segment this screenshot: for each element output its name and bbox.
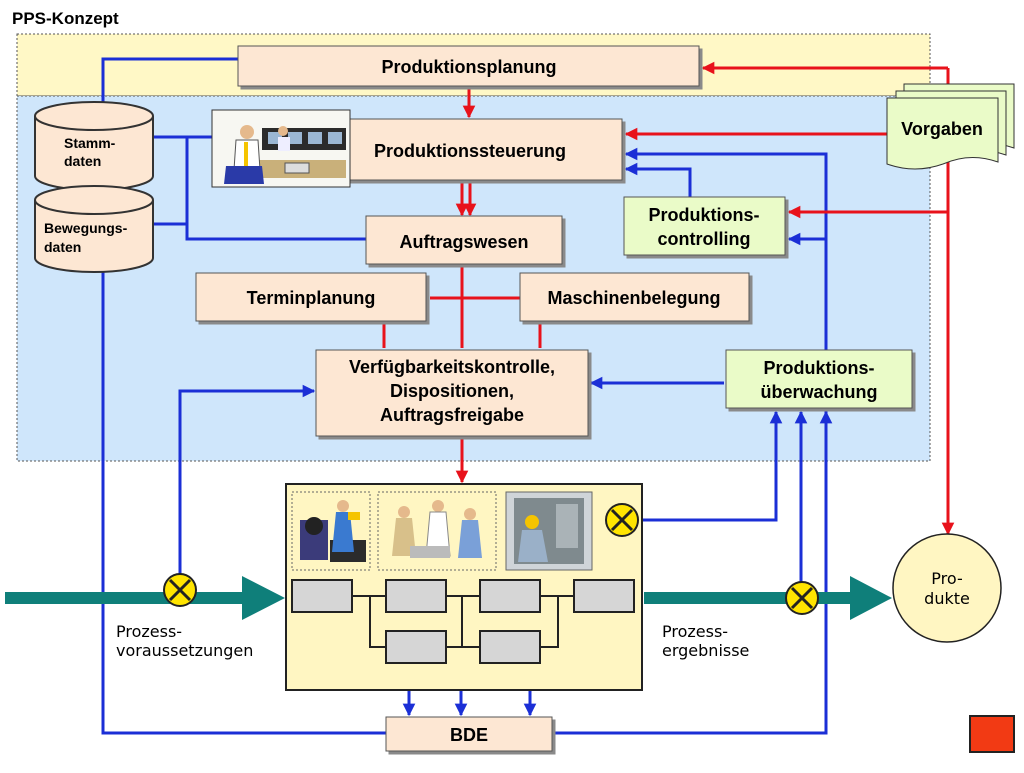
output-label-line-2: ergebnisse	[662, 641, 749, 660]
input-label-line-2: voraussetzungen	[116, 641, 253, 660]
maschinenbelegung-box[interactable]: Maschinenbelegung	[519, 272, 750, 322]
process-step-box	[479, 579, 541, 613]
machine-worker-illustration	[291, 491, 371, 571]
sensor-icon	[785, 581, 819, 615]
produktionsueberwachung-box[interactable]: Produktions- überwachung	[725, 349, 913, 409]
produktionscontrolling-box[interactable]: Produktions- controlling	[623, 196, 786, 256]
produkte-line-1: Pro-	[931, 569, 962, 588]
verfuegbarkeit-line-2: Dispositionen,	[390, 381, 514, 401]
bewegungsdaten-database[interactable]: Bewegungs- daten	[34, 185, 154, 273]
input-label-line-1: Prozess-	[116, 622, 182, 641]
bde-box[interactable]: BDE	[385, 716, 553, 752]
sensor-icon	[605, 503, 639, 537]
stammdaten-line-2: daten	[64, 153, 101, 169]
auftragswesen-label: Auftragswesen	[399, 232, 528, 252]
bewegungsdaten-line-1: Bewegungs-	[44, 220, 128, 236]
process-flow-lines	[352, 595, 574, 648]
process-step-box	[385, 630, 447, 664]
control-room-illustration	[211, 109, 351, 188]
stammdaten-line-1: Stamm-	[64, 135, 116, 151]
verfuegbarkeit-box[interactable]: Verfügbarkeitskontrolle, Dispositionen, …	[315, 349, 589, 437]
process-step-box	[573, 579, 635, 613]
controlling-line-2: controlling	[658, 229, 751, 249]
process-step-box	[479, 630, 541, 664]
produktionsplanung-label: Produktionsplanung	[382, 57, 557, 77]
produktionsplanung-box[interactable]: Produktionsplanung	[237, 45, 700, 87]
process-step-box	[291, 579, 353, 613]
stammdaten-database[interactable]: Stamm- daten	[34, 101, 154, 191]
page-title: PPS-Konzept	[12, 9, 119, 28]
produkte-circle[interactable]: Pro- dukte	[892, 533, 1002, 643]
vorgaben-document-stack[interactable]: Vorgaben	[886, 83, 1015, 170]
verfuegbarkeit-line-3: Auftragsfreigabe	[380, 405, 524, 425]
worker-at-terminal-illustration	[505, 491, 593, 571]
verfuegbarkeit-line-1: Verfügbarkeitskontrolle,	[349, 357, 555, 377]
produktionssteuerung-label: Produktionssteuerung	[374, 141, 566, 161]
blue-flow-lines	[101, 57, 833, 735]
ueberwachung-line-1: Produktions-	[764, 358, 875, 378]
terminplanung-label: Terminplanung	[247, 288, 376, 308]
terminplanung-box[interactable]: Terminplanung	[195, 272, 427, 322]
bewegungsdaten-line-2: daten	[44, 239, 81, 255]
produkte-line-2: dukte	[924, 589, 970, 608]
factory-area	[285, 483, 643, 691]
controlling-line-1: Produktions-	[649, 205, 760, 225]
auftragswesen-box[interactable]: Auftragswesen	[365, 215, 563, 265]
team-meeting-illustration	[377, 491, 497, 571]
process-flow-arrows	[5, 576, 892, 620]
output-label-line-1: Prozess-	[662, 622, 728, 641]
vorgaben-label: Vorgaben	[901, 119, 983, 139]
bde-label: BDE	[450, 725, 488, 745]
process-step-box	[385, 579, 447, 613]
maschinenbelegung-label: Maschinenbelegung	[547, 288, 720, 308]
ueberwachung-line-2: überwachung	[760, 382, 877, 402]
next-slide-button[interactable]	[969, 715, 1015, 753]
sensor-icon	[163, 573, 197, 607]
